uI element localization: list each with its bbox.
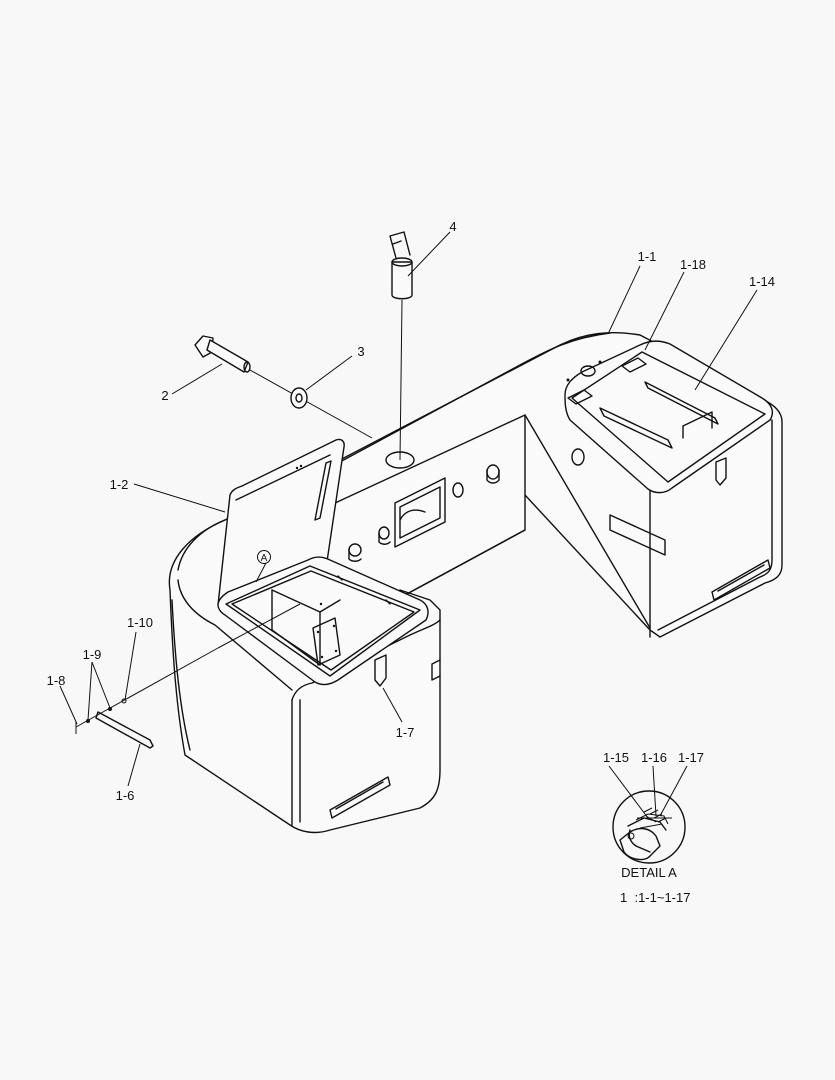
pin-rod bbox=[75, 603, 301, 749]
callout-2: 2 bbox=[161, 388, 168, 403]
callout-1-15: 1-15 bbox=[603, 750, 629, 765]
detail-marker-a: A bbox=[261, 553, 268, 564]
detail-a-view bbox=[612, 790, 686, 864]
callout-1-7: 1-7 bbox=[396, 725, 415, 740]
callout-1-1: 1-1 bbox=[638, 249, 657, 264]
callout-1-18: 1-18 bbox=[680, 257, 706, 272]
washer bbox=[290, 387, 308, 409]
callout-4: 4 bbox=[449, 219, 456, 234]
callout-1-10: 1-10 bbox=[127, 615, 153, 630]
detail-title: DETAIL A bbox=[621, 865, 677, 880]
callout-3: 3 bbox=[357, 344, 364, 359]
callout-1-6: 1-6 bbox=[116, 788, 135, 803]
bolt bbox=[194, 335, 373, 439]
callout-1-8: 1-8 bbox=[47, 673, 66, 688]
leader-lines bbox=[59, 231, 758, 819]
callout-1-2: 1-2 bbox=[110, 477, 129, 492]
callout-1-16: 1-16 bbox=[641, 750, 667, 765]
range-note: 1 :1-1~1-17 bbox=[620, 890, 690, 905]
callout-1-14: 1-14 bbox=[749, 274, 775, 289]
right-cover-plate bbox=[564, 340, 774, 494]
lifting-pin bbox=[389, 231, 413, 461]
callout-labels: 4 1-1 1-18 1-14 3 2 1-2 A 1-10 1-9 1-8 1… bbox=[47, 219, 775, 905]
callout-1-17: 1-17 bbox=[678, 750, 704, 765]
left-open-cover bbox=[217, 438, 429, 687]
callout-1-9: 1-9 bbox=[83, 647, 102, 662]
